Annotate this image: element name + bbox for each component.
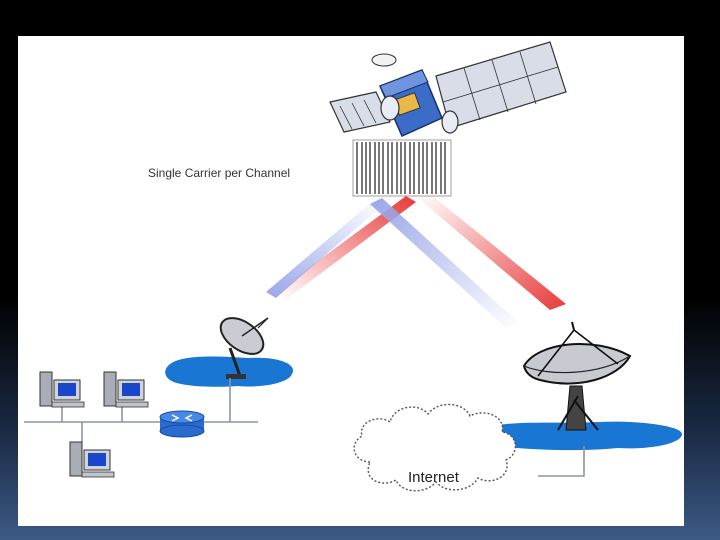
cloud-label: Internet [408, 469, 460, 486]
satellite-icon [329, 41, 567, 137]
network-diagram: Single Carrier per Channel [24, 41, 682, 492]
computer-icon [69, 441, 115, 478]
beams [266, 194, 566, 328]
earth-station-dish-icon [522, 321, 632, 431]
lan-lines [24, 378, 258, 442]
uplink-beam-red-left [276, 196, 416, 298]
downlink-beam-blue-right [370, 198, 520, 328]
cloud-icon [353, 403, 516, 492]
downlink-beam-blue-left [266, 200, 382, 298]
uplink-beam-red-right [418, 194, 566, 310]
water-left [165, 356, 294, 387]
carrier-label: Single Carrier per Channel [148, 166, 290, 180]
router-icon [159, 410, 205, 438]
slide: Single Carrier per Channel [18, 36, 684, 526]
carrier-bars [352, 139, 452, 197]
water-right [481, 421, 682, 451]
computer-icon [103, 371, 149, 408]
internet-link [538, 446, 585, 477]
computer-icon [39, 371, 85, 408]
vsat-dish-icon [219, 317, 269, 379]
